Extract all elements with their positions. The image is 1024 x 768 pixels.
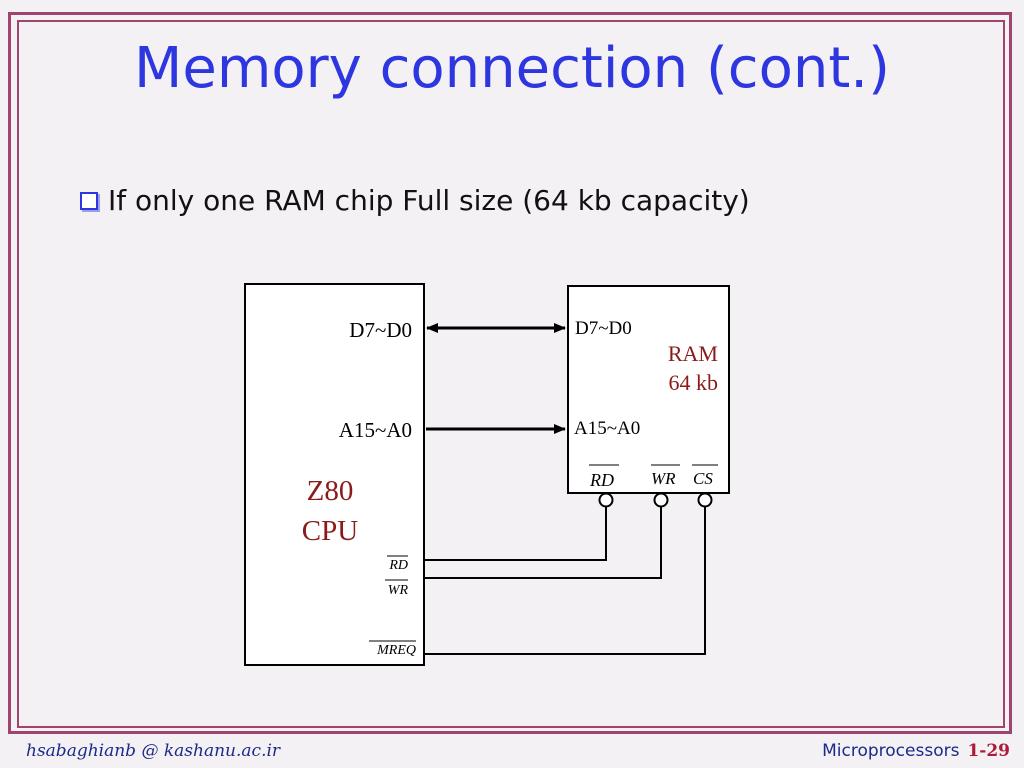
checkbox-bullet-icon: [80, 192, 98, 210]
ram-name-line1: RAM: [668, 341, 718, 366]
ram-name-line2: 64 kb: [669, 370, 719, 395]
ram-address-bus-label: A15~A0: [574, 418, 640, 439]
cpu-address-bus-label: A15~A0: [339, 418, 412, 442]
ram-data-bus-label: D7~D0: [575, 318, 632, 339]
ram-wr-label: WR: [651, 469, 676, 488]
ram-rd-label: RD: [589, 470, 614, 490]
ram-block: [567, 285, 730, 494]
wr-line: [424, 507, 662, 579]
bullet-text: If only one RAM chip Full size (64 kb ca…: [108, 183, 750, 217]
cpu-data-bus-label: D7~D0: [349, 318, 412, 342]
slide-title: Memory connection (cont.): [134, 36, 890, 101]
cpu-block: [244, 283, 425, 666]
cpu-rd-label: RD: [388, 558, 408, 573]
cs-inversion-bubble: [697, 492, 713, 508]
rd-inversion-bubble: [598, 492, 614, 508]
footer-course: Microprocessors: [822, 741, 960, 761]
slide-frame-outer: [8, 12, 1012, 734]
cpu-name-line2: CPU: [302, 515, 358, 547]
cpu-name-line1: Z80: [307, 475, 354, 507]
mreq-line: [424, 507, 706, 655]
footer-page-number: 1-29: [967, 741, 1010, 761]
ram-cs-label: CS: [693, 469, 713, 488]
footer-email: hsabaghianb @ kashanu.ac.ir: [26, 741, 281, 761]
footer-right: Microprocessors 1-29: [822, 741, 1010, 761]
rd-line: [424, 507, 607, 561]
bullet-item: If only one RAM chip Full size (64 kb ca…: [80, 180, 750, 220]
cpu-wr-label: WR: [388, 583, 409, 598]
slide-frame-inner: [17, 20, 1005, 728]
cpu-mreq-label: MREQ: [376, 643, 416, 658]
wr-inversion-bubble: [653, 492, 669, 508]
